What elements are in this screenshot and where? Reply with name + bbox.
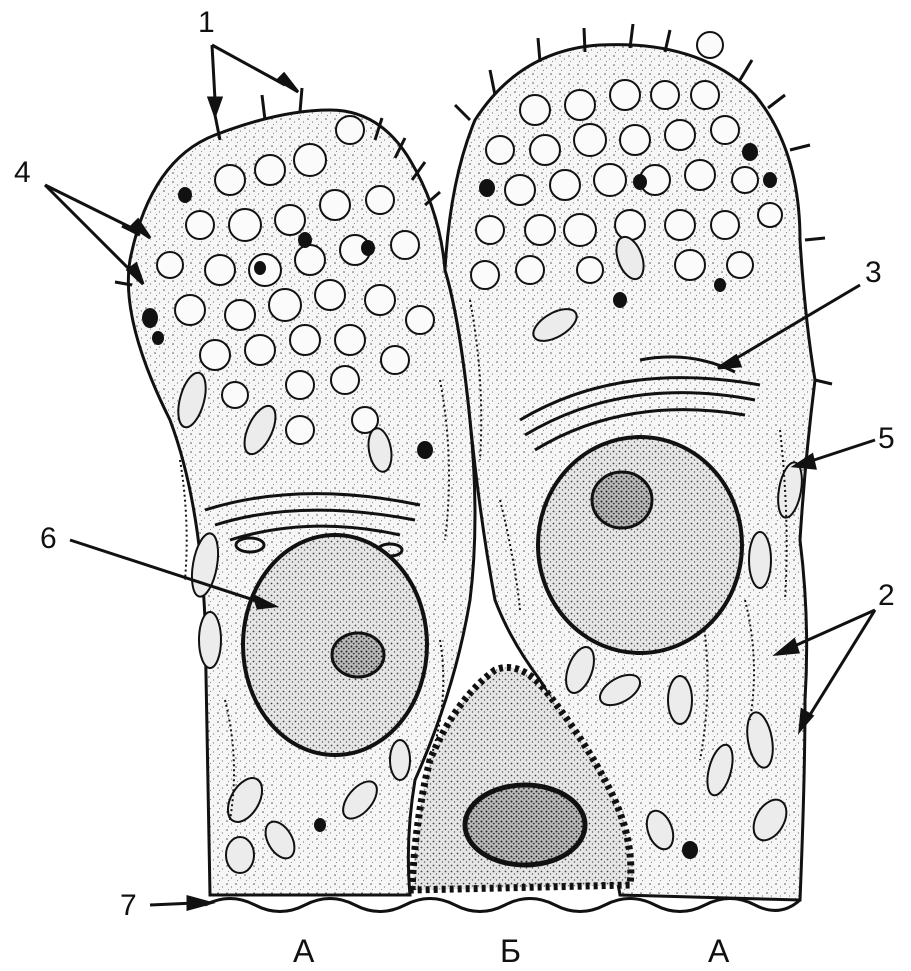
basement-membrane	[205, 899, 800, 912]
callout-5: 5	[878, 422, 895, 455]
callout-3: 3	[865, 256, 882, 289]
callout-6: 6	[40, 522, 57, 555]
callout-4: 4	[14, 156, 31, 189]
cell-label-middle: Б	[500, 933, 521, 969]
nucleolus-right	[592, 472, 652, 528]
nucleus-middle	[465, 785, 585, 865]
cell-label-right: А	[708, 933, 730, 969]
cell-label-left: А	[293, 933, 315, 969]
nucleus-right	[538, 437, 742, 653]
nucleolus-left	[332, 633, 384, 677]
callout-7: 7	[120, 889, 137, 922]
callout-2: 2	[878, 579, 895, 612]
callout-1: 1	[198, 6, 215, 39]
